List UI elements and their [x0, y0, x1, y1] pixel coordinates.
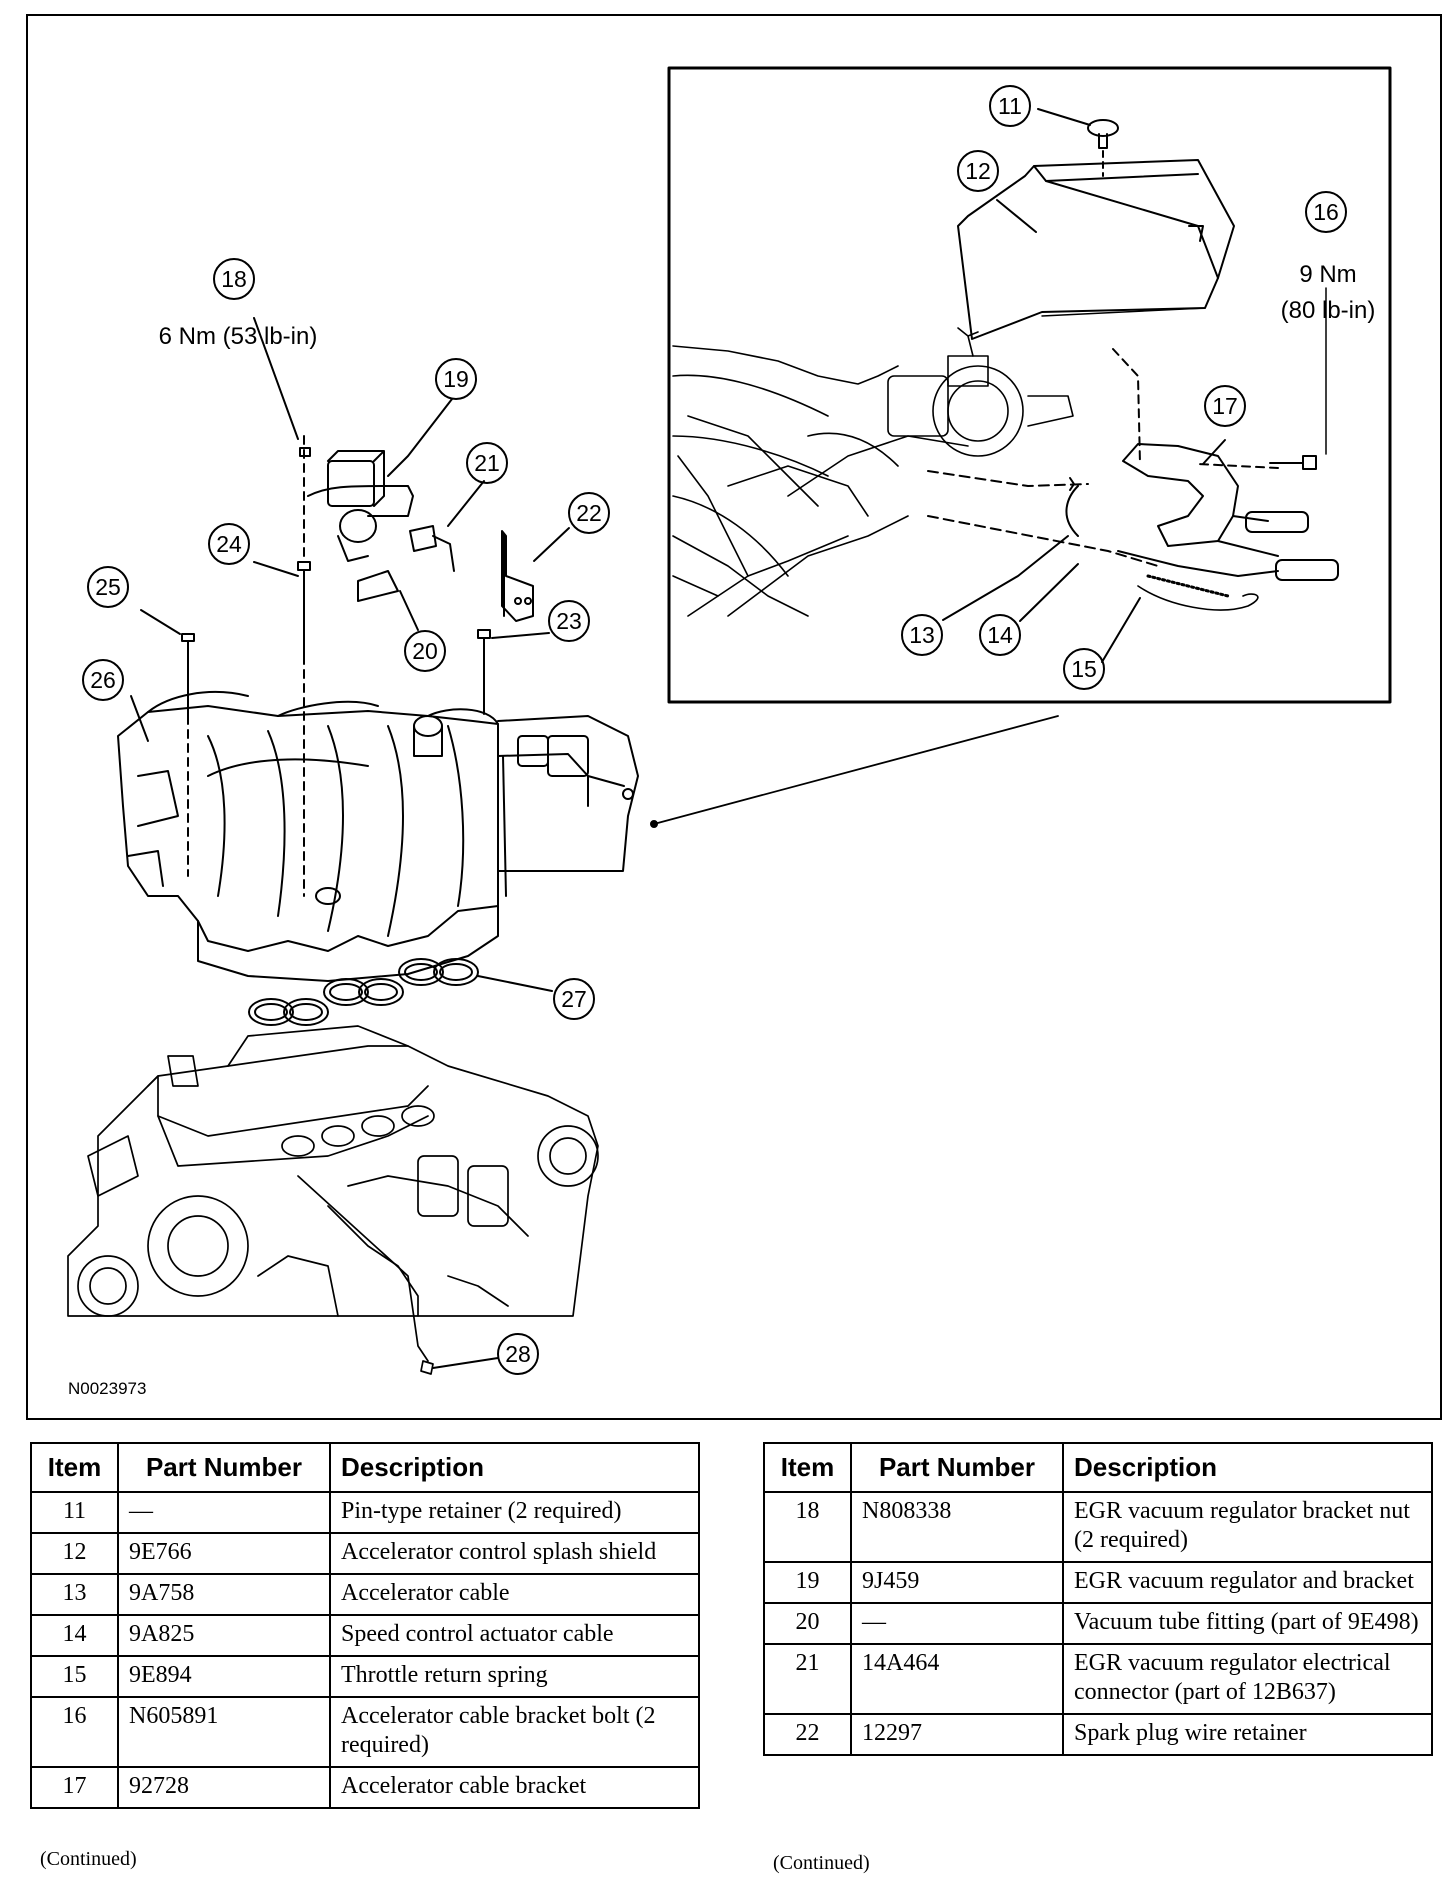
cell-item: 22: [763, 1713, 852, 1756]
header-description: Description: [329, 1442, 700, 1493]
pin-retainer-drawing: [1087, 119, 1119, 177]
diagram-drawing: 11 12 16 17 13 14 15 18 19 21 22 23 24 2…: [67, 66, 1392, 1398]
callout-21: 21: [474, 450, 500, 476]
header-description: Description: [1062, 1442, 1433, 1493]
torque-label-16-lbin: (80 lb-in): [1281, 297, 1376, 324]
continued-note-right: (Continued): [773, 1852, 870, 1874]
cell-description: EGR vacuum regulator electrical connecto…: [1062, 1643, 1433, 1715]
cell-part-number: N808338: [850, 1491, 1064, 1563]
table-header-row: Item Part Number Description: [763, 1442, 1433, 1493]
cell-description: Speed control actuator cable: [329, 1614, 700, 1657]
intake-manifold-drawing: [117, 690, 639, 982]
cell-item: 20: [763, 1602, 852, 1645]
studs-drawing: [181, 561, 491, 897]
callout-25: 25: [95, 574, 121, 600]
header-part-number: Part Number: [850, 1442, 1064, 1493]
cable-bracket-drawing: [1122, 443, 1339, 581]
callout-15: 15: [1071, 656, 1097, 682]
cell-description: EGR vacuum regulator bracket nut (2 requ…: [1062, 1491, 1433, 1563]
figure-id: N0023973: [68, 1379, 146, 1398]
header-item: Item: [30, 1442, 119, 1493]
cell-part-number: 14A464: [850, 1643, 1064, 1715]
callout-24: 24: [216, 531, 242, 557]
header-part-number: Part Number: [117, 1442, 331, 1493]
cell-item: 18: [763, 1491, 852, 1563]
cell-part-number: 9A758: [117, 1573, 331, 1616]
callout-14: 14: [987, 622, 1013, 648]
torque-label-18: 6 Nm (53 lb-in): [159, 323, 318, 350]
callout-13: 13: [909, 622, 935, 648]
callout-26: 26: [90, 667, 116, 693]
engine-drawing: [67, 1025, 599, 1375]
header-item: Item: [763, 1442, 852, 1493]
cell-description: Accelerator cable bracket bolt (2 requir…: [329, 1696, 700, 1768]
callout-18: 18: [221, 266, 247, 292]
table-row: 11—Pin-type retainer (2 required): [30, 1491, 700, 1534]
gaskets-drawing: [248, 958, 479, 1026]
callout-22: 22: [576, 500, 602, 526]
table-row: 20—Vacuum tube fitting (part of 9E498): [763, 1602, 1433, 1645]
egr-regulator-drawing: [299, 435, 534, 622]
cell-part-number: 9J459: [850, 1561, 1064, 1604]
callout-17: 17: [1212, 393, 1238, 419]
cell-item: 16: [30, 1696, 119, 1768]
cell-item: 17: [30, 1766, 119, 1809]
callouts: [82, 85, 1347, 1375]
cell-description: Throttle return spring: [329, 1655, 700, 1698]
cell-item: 13: [30, 1573, 119, 1616]
cell-description: Spark plug wire retainer: [1062, 1713, 1433, 1756]
cables-drawing: [927, 470, 1279, 611]
cell-part-number: 9E894: [117, 1655, 331, 1698]
cell-part-number: —: [117, 1491, 331, 1534]
cell-item: 14: [30, 1614, 119, 1657]
cell-item: 19: [763, 1561, 852, 1604]
torque-label-16-nm: 9 Nm: [1299, 261, 1356, 288]
cell-description: Accelerator cable: [329, 1573, 700, 1616]
callout-16: 16: [1313, 199, 1339, 225]
cell-item: 15: [30, 1655, 119, 1698]
continued-note-left: (Continued): [40, 1848, 137, 1870]
callout-20: 20: [412, 638, 438, 664]
cell-description: Accelerator cable bracket: [329, 1766, 700, 1809]
cell-part-number: 9A825: [117, 1614, 331, 1657]
splash-shield-drawing: [957, 159, 1235, 340]
cell-description: Vacuum tube fitting (part of 9E498): [1062, 1602, 1433, 1645]
bracket-bolt-drawing: [1197, 455, 1317, 470]
cell-part-number: 12297: [850, 1713, 1064, 1756]
cell-part-number: —: [850, 1602, 1064, 1645]
callout-28: 28: [505, 1341, 531, 1367]
cell-item: 12: [30, 1532, 119, 1575]
exploded-diagram: 11 12 16 17 13 14 15 18 19 21 22 23 24 2…: [26, 14, 1442, 1420]
cell-part-number: 9E766: [117, 1532, 331, 1575]
callout-11: 11: [998, 93, 1022, 119]
cell-description: Pin-type retainer (2 required): [329, 1491, 700, 1534]
throttle-body-drawing: [672, 327, 1074, 617]
callout-12: 12: [965, 158, 991, 184]
cell-description: EGR vacuum regulator and bracket: [1062, 1561, 1433, 1604]
parts-table-left: Item Part Number Description 11—Pin-type…: [30, 1442, 700, 1809]
cell-item: 21: [763, 1643, 852, 1715]
cell-part-number: N605891: [117, 1696, 331, 1768]
callout-19: 19: [443, 366, 469, 392]
callout-27: 27: [561, 986, 587, 1012]
cell-description: Accelerator control splash shield: [329, 1532, 700, 1575]
inset-detail-box: [667, 66, 1392, 704]
callout-23: 23: [556, 608, 582, 634]
cell-part-number: 92728: [117, 1766, 331, 1809]
table-header-row: Item Part Number Description: [30, 1442, 700, 1493]
cell-item: 11: [30, 1491, 119, 1534]
